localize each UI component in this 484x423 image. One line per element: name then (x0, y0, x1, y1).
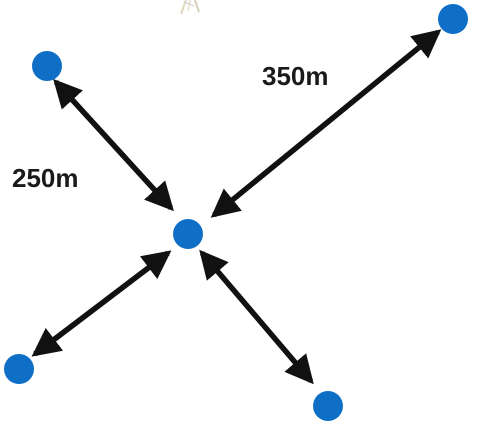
distance-label-250m: 250m (12, 163, 79, 193)
faint-sketch-mark (180, 0, 200, 15)
upper-right-node (438, 4, 468, 34)
arrow-center-upper-right (210, 29, 442, 218)
arrow-center-upper-left (53, 78, 174, 212)
lower-left-node (4, 354, 34, 384)
lower-right-node (313, 391, 343, 421)
center-node (173, 219, 203, 249)
upper-left-node (32, 51, 62, 81)
distance-label-350m: 350m (262, 61, 329, 91)
arrow-center-lower-right (199, 249, 314, 385)
arrow-center-lower-left (31, 250, 172, 357)
